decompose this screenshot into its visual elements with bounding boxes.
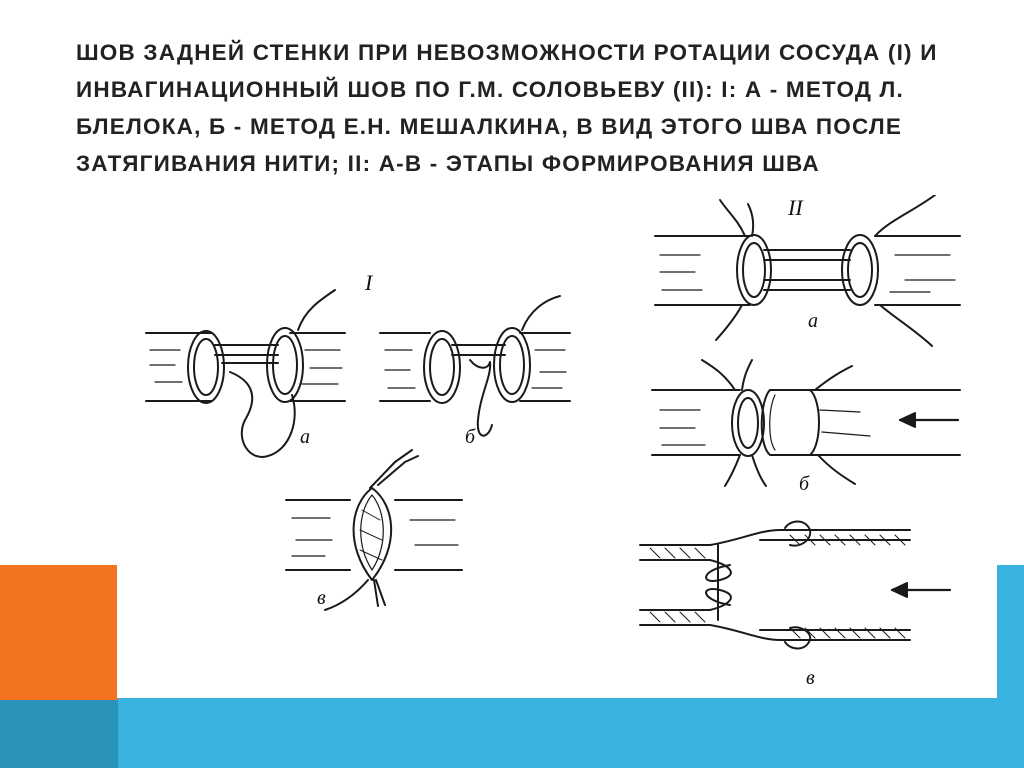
- panel-Ib-drawing: [379, 295, 571, 437]
- slide-content-area: [117, 0, 997, 698]
- decor-blue-strip: [118, 698, 1024, 768]
- group-I-label: I: [364, 270, 374, 295]
- decor-blue-right-block: [997, 565, 1024, 768]
- panel-IIb-drawing: [651, 359, 961, 487]
- panel-IIa-drawing: [654, 195, 961, 347]
- panel-IIv-drawing: [639, 520, 952, 650]
- group-II-label: II: [787, 195, 804, 220]
- panel-Ia-label: а: [300, 426, 310, 448]
- panel-IIb-label: б: [799, 473, 810, 495]
- panel-Ia-drawing: [145, 289, 346, 458]
- slide-title: ШОВ ЗАДНЕЙ СТЕНКИ ПРИ НЕВОЗМОЖНОСТИ РОТА…: [76, 40, 938, 176]
- panel-Iv-drawing: [285, 449, 463, 611]
- suture-figure: I а б в II а б в: [145, 195, 961, 689]
- panel-Iv-label: в: [317, 587, 326, 609]
- panel-IIa-label: а: [808, 310, 818, 332]
- panel-Ib-label: б: [465, 426, 476, 448]
- panel-IIv-label: в: [806, 667, 815, 689]
